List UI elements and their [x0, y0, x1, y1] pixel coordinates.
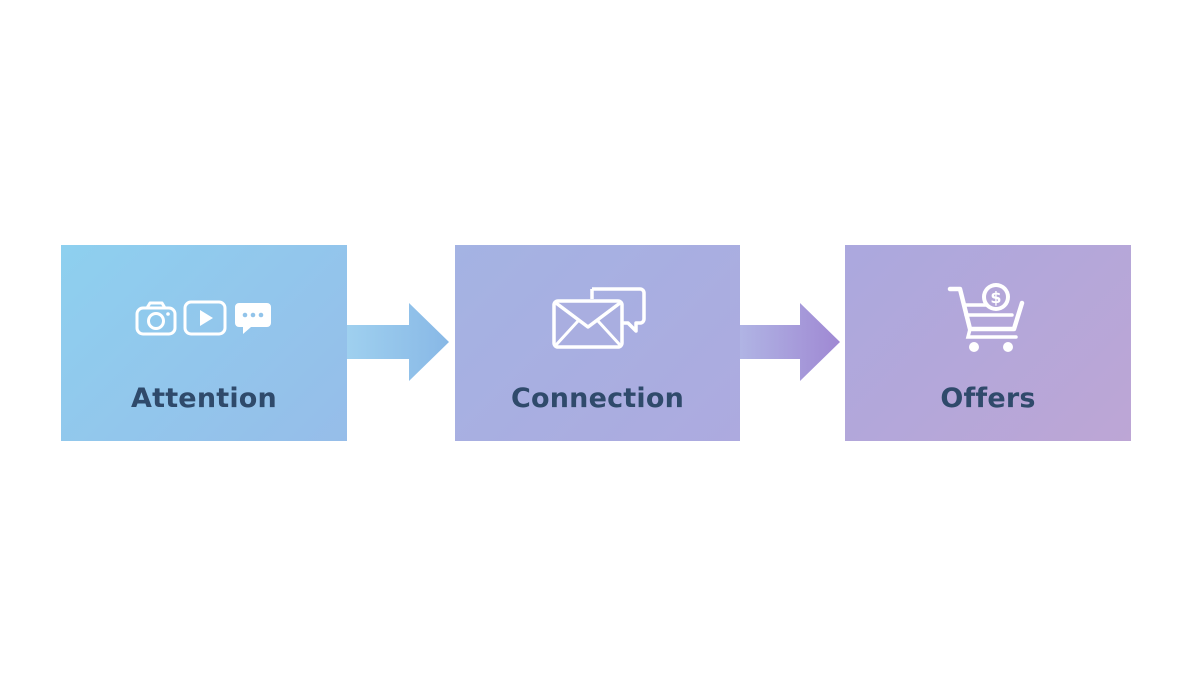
step-label-attention: Attention: [131, 383, 277, 414]
arrow-connection-to-offers: [740, 303, 850, 385]
cart-dollar-icon: $: [946, 281, 1030, 355]
chat-bubble-icon: [233, 299, 273, 337]
step-attention: Attention: [61, 245, 347, 441]
svg-text:$: $: [990, 288, 1001, 307]
play-icon: [183, 299, 227, 337]
arrow-attention-to-connection: [347, 303, 457, 385]
step-label-offers: Offers: [940, 383, 1036, 414]
step-label-connection: Connection: [510, 383, 685, 414]
connection-icons: [455, 283, 740, 353]
mail-chat-icon: [548, 285, 648, 351]
camera-icon: [135, 300, 177, 336]
attention-icons: [61, 283, 347, 353]
offers-icons: $: [845, 283, 1131, 353]
step-offers: $ Offers: [845, 245, 1131, 441]
step-connection: Connection: [455, 245, 740, 441]
